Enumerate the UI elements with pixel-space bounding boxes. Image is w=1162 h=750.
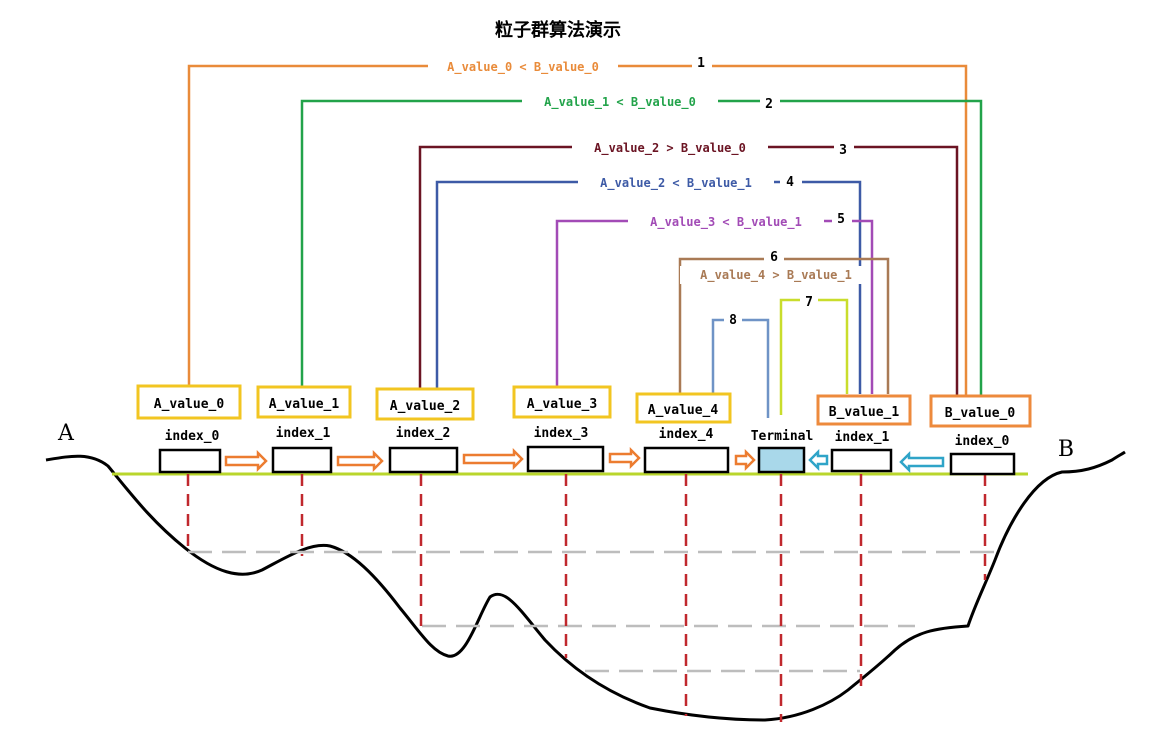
right-arrow xyxy=(462,447,524,471)
comparison-texts: A_value_0 < B_value_0 1 A_value_1 < B_va… xyxy=(428,56,870,328)
left-arrow xyxy=(899,450,945,474)
b-value-box xyxy=(929,394,1032,428)
comparison-text: A_value_0 < B_value_0 xyxy=(447,60,599,75)
right-arrow xyxy=(608,446,641,470)
node-box xyxy=(158,448,222,474)
terminal-box xyxy=(757,446,806,474)
terrain-outline xyxy=(45,450,1126,722)
node-box xyxy=(388,446,459,474)
terminal-label: Terminal xyxy=(751,429,814,444)
a-value-box xyxy=(635,392,732,424)
right-arrow xyxy=(734,448,756,472)
step-number: 3 xyxy=(839,143,847,158)
index-label: index_2 xyxy=(396,426,451,441)
a-value-label: A_value_3 xyxy=(527,397,597,412)
b-value-box xyxy=(816,394,912,426)
a-value-label: A_value_1 xyxy=(269,397,340,412)
step-number: 5 xyxy=(837,212,845,227)
step-number: 7 xyxy=(805,295,813,310)
node-box xyxy=(643,446,730,474)
a-value-box xyxy=(512,385,612,419)
a-value-label: A_value_0 xyxy=(154,397,225,412)
a-value-box xyxy=(256,385,352,419)
right-arrow xyxy=(224,449,268,473)
endpoint-b-label: B xyxy=(1058,437,1074,462)
a-value-boxes: A_value_0 A_value_1 A_value_2 A_value_3 … xyxy=(136,384,732,424)
diagram-title: 粒子群算法演示 xyxy=(495,19,621,41)
comparison-text: A_value_4 > B_value_1 xyxy=(700,268,852,283)
index-label: index_1 xyxy=(276,426,331,441)
index-label: index_4 xyxy=(659,427,714,442)
connector-1 xyxy=(187,64,968,396)
node-boxes xyxy=(158,445,1016,476)
index-label: index_0 xyxy=(955,434,1010,449)
depth-lines xyxy=(188,550,1000,673)
index-label: index_1 xyxy=(835,430,890,445)
node-box xyxy=(271,446,333,474)
b-value-label: B_value_1 xyxy=(829,405,900,420)
movement-arrows xyxy=(224,446,945,474)
a-value-box xyxy=(375,387,475,421)
index-labels: index_0 index_1 index_2 index_3 index_4 … xyxy=(165,426,1010,449)
node-box xyxy=(949,452,1016,476)
comparison-text: A_value_3 < B_value_1 xyxy=(650,215,802,230)
right-arrow xyxy=(336,449,384,473)
index-label: index_3 xyxy=(534,426,589,441)
step-number: 2 xyxy=(765,97,773,112)
connector-5 xyxy=(555,219,874,394)
step-number: 6 xyxy=(770,250,778,265)
step-number: 1 xyxy=(697,56,705,71)
node-box xyxy=(526,445,605,473)
comparison-connectors xyxy=(187,64,983,418)
a-value-box xyxy=(136,384,242,420)
node-box xyxy=(830,448,893,473)
left-arrow xyxy=(808,448,829,472)
a-value-label: A_value_2 xyxy=(390,399,460,414)
probe-lines xyxy=(186,474,987,722)
comparison-text: A_value_2 < B_value_1 xyxy=(600,176,752,191)
endpoint-a-label: A xyxy=(57,421,75,446)
comparison-text: A_value_2 > B_value_0 xyxy=(594,141,746,156)
index-label: index_0 xyxy=(165,429,220,444)
comparison-text: A_value_1 < B_value_0 xyxy=(544,95,696,110)
b-value-boxes: B_value_1 B_value_0 xyxy=(816,394,1032,428)
step-number: 8 xyxy=(729,313,737,328)
a-value-label: A_value_4 xyxy=(648,403,719,418)
step-number: 4 xyxy=(786,175,794,190)
b-value-label: B_value_0 xyxy=(945,406,1016,421)
